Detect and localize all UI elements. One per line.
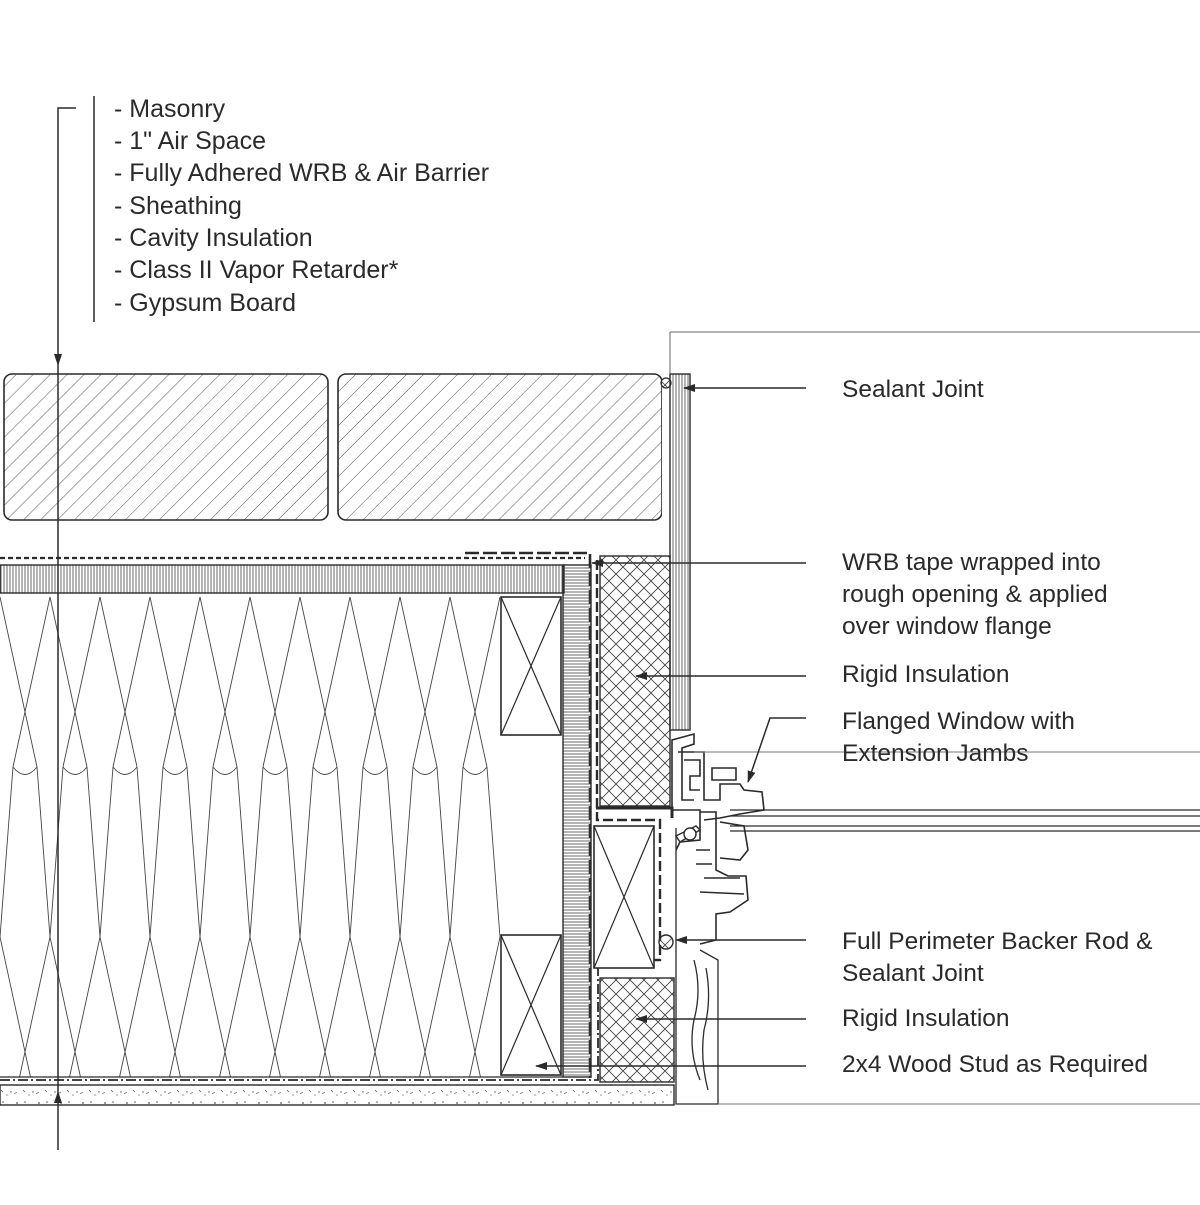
sheathing-return — [562, 564, 592, 1078]
masonry-veneer — [3, 373, 668, 521]
rigid-insulation-upper — [599, 555, 671, 807]
rigid-insulation-lower — [599, 977, 675, 1083]
masonry-unit-right — [337, 373, 663, 521]
layer-masonry: - Masonry — [114, 95, 226, 123]
callout-rigid-insulation-upper: Rigid Insulation — [842, 661, 1010, 688]
callout-labels: Sealant Joint WRB tape wrapped into roug… — [842, 376, 1152, 1078]
callout-wrb-tape-line3: over window flange — [842, 613, 1052, 640]
stud-upper — [500, 596, 562, 736]
layer-wrb: - Fully Adhered WRB & Air Barrier — [114, 159, 489, 187]
callout-flanged-window-line2: Extension Jambs — [842, 740, 1029, 767]
layer-vapor-retarder: - Class II Vapor Retarder* — [114, 256, 399, 284]
layer-air-space: - 1" Air Space — [114, 127, 266, 155]
assembly-leader — [54, 96, 95, 1150]
stud-lower — [500, 934, 562, 1076]
extension-jamb — [675, 828, 719, 1105]
jamb-stud — [593, 825, 655, 969]
jamb-trim-board — [669, 373, 691, 731]
callout-backer-rod-line2: Sealant Joint — [842, 960, 984, 987]
gypsum-board — [0, 1084, 675, 1106]
layer-sheathing: - Sheathing — [114, 192, 242, 220]
window-frame — [671, 732, 765, 945]
leader-flanged-window — [747, 717, 806, 783]
callout-wrb-tape-line2: rough opening & applied — [842, 581, 1108, 608]
layer-gypsum-board: - Gypsum Board — [114, 289, 296, 317]
sheathing — [0, 564, 565, 594]
opening-flashing — [596, 806, 674, 818]
masonry-unit-left — [3, 373, 329, 521]
masonry-cutout — [662, 374, 668, 520]
assembly-layer-list: - Masonry - 1" Air Space - Fully Adhered… — [114, 95, 489, 317]
callout-flanged-window-line1: Flanged Window with — [842, 708, 1075, 735]
vapor-retarder — [0, 958, 599, 1081]
glazing — [730, 809, 1200, 832]
cavity-insulation — [0, 597, 500, 1077]
reference-line — [669, 331, 1200, 374]
callout-wood-stud: 2x4 Wood Stud as Required — [842, 1051, 1148, 1078]
layer-cavity-insulation: - Cavity Insulation — [114, 224, 313, 252]
callout-backer-rod-line1: Full Perimeter Backer Rod & — [842, 928, 1152, 955]
fastener — [674, 825, 702, 843]
backer-rod — [658, 934, 674, 950]
callout-rigid-insulation-lower: Rigid Insulation — [842, 1005, 1010, 1032]
callout-wrb-tape-line1: WRB tape wrapped into — [842, 549, 1101, 576]
callout-sealant-joint: Sealant Joint — [842, 376, 984, 403]
